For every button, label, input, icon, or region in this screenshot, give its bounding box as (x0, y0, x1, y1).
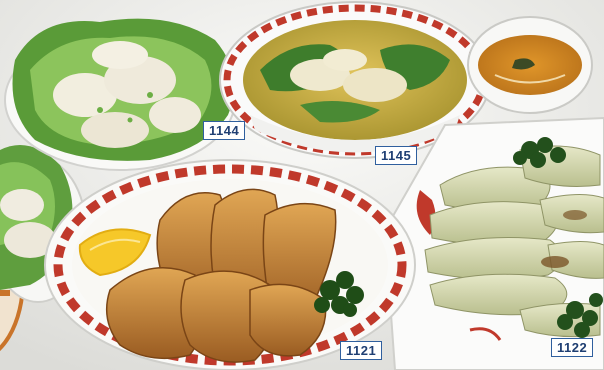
item-code-steamed-gyoza: 1122 (551, 338, 594, 357)
boiled-dumpling-plate (4, 18, 236, 171)
item-code-boiled-dumplings: 1144 (203, 121, 246, 140)
item-code-fried-gyoza: 1121 (340, 341, 383, 360)
fried-gyoza-plate (44, 159, 416, 370)
miso-cup (467, 16, 593, 114)
steamed-gyoza-plate (383, 116, 604, 370)
dumpling-soup-bowl (219, 1, 491, 159)
item-code-dumpling-soup: 1145 (375, 146, 418, 165)
